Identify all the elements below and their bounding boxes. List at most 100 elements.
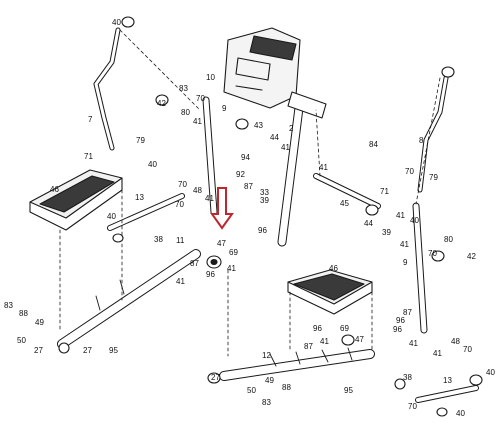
part-label: 50 [17, 336, 26, 345]
part-label: 8 [419, 136, 424, 145]
part-label: 50 [247, 386, 256, 395]
part-label: 95 [344, 386, 353, 395]
pedal-arm-right [219, 349, 375, 381]
part-label: 41 [227, 264, 236, 273]
part-label: 9 [222, 104, 227, 113]
part-label: 41 [400, 240, 409, 249]
part-label: 70 [175, 200, 184, 209]
part-label: 83 [4, 301, 13, 310]
part-label: 79 [136, 136, 145, 145]
part-label: 41 [281, 143, 290, 152]
part-label: 45 [340, 199, 349, 208]
part-label: 88 [19, 309, 28, 318]
part-label: 39 [260, 196, 269, 205]
part-label: 12 [262, 351, 271, 360]
pedal-arm-left [57, 249, 201, 349]
part-label: 41 [396, 211, 405, 220]
part-label: 92 [236, 170, 245, 179]
part-label: 48 [193, 186, 202, 195]
part-label: 80 [444, 235, 453, 244]
part-label: 96 [206, 270, 215, 279]
part-label: 96 [396, 316, 405, 325]
part-label: 70 [408, 402, 417, 411]
part-label: 96 [393, 325, 402, 334]
part-label: 9 [403, 258, 408, 267]
part-label: 27 [211, 373, 220, 382]
part-label: 38 [403, 373, 412, 382]
part-label: 46 [329, 264, 338, 273]
part-label: 38 [154, 235, 163, 244]
part-label: 11 [176, 236, 185, 245]
part-label: 87 [190, 259, 199, 268]
part-label: 94 [241, 153, 250, 162]
link-arm-left [107, 193, 185, 231]
assembly-guide-lines [59, 29, 441, 357]
part-label: 70 [196, 94, 205, 103]
part-label: 70 [428, 249, 437, 258]
part-label: 10 [206, 73, 215, 82]
part-label: 33 [260, 188, 269, 197]
part-label: 40 [107, 212, 116, 221]
part-label: 27 [83, 346, 92, 355]
part-label: 71 [84, 152, 93, 161]
part-label: 79 [429, 173, 438, 182]
upright-arm-right [412, 202, 428, 334]
part-label: 41 [409, 339, 418, 348]
part-label: 69 [229, 248, 238, 257]
highlight-arrow [210, 187, 234, 230]
part-label: 40 [410, 216, 419, 225]
part-label: 13 [135, 193, 144, 202]
part-label: 27 [34, 346, 43, 355]
part-label: 7 [88, 115, 93, 124]
part-label: 41 [319, 163, 328, 172]
part-label: 69 [340, 324, 349, 333]
part-label: 71 [380, 187, 389, 196]
link-arm-right [415, 385, 479, 403]
part-label: 84 [369, 140, 378, 149]
part-label: 42 [467, 252, 476, 261]
part-label: 41 [205, 194, 214, 203]
bushings [58, 16, 483, 417]
part-label: 41 [193, 117, 202, 126]
handlebar-left [93, 27, 121, 151]
part-label: 49 [265, 376, 274, 385]
part-label: 70 [178, 180, 187, 189]
part-label: 87 [304, 342, 313, 351]
part-label: 2 [289, 124, 294, 133]
part-label: 42 [157, 99, 166, 108]
part-label: 83 [262, 398, 271, 407]
part-label: 13 [443, 376, 452, 385]
part-label: 48 [451, 337, 460, 346]
part-label: 70 [405, 167, 414, 176]
part-label: 41 [320, 337, 329, 346]
part-label: 80 [181, 108, 190, 117]
console-part [223, 27, 301, 109]
part-label: 47 [355, 335, 364, 344]
part-label: 87 [244, 182, 253, 191]
part-label: 40 [148, 160, 157, 169]
part-label: 43 [254, 121, 263, 130]
part-label: 95 [109, 346, 118, 355]
part-label: 41 [433, 349, 442, 358]
part-label: 96 [313, 324, 322, 333]
crossbar [313, 173, 381, 209]
part-label: 70 [463, 345, 472, 354]
part-label: 49 [35, 318, 44, 327]
main-post [277, 91, 327, 247]
part-label: 44 [270, 133, 279, 142]
lower-brackets [95, 279, 353, 367]
part-label: 96 [258, 226, 267, 235]
part-label: 47 [217, 239, 226, 248]
upright-arm-left [202, 96, 218, 216]
part-label: 44 [364, 219, 373, 228]
part-label: 40 [486, 368, 495, 377]
handlebar-right [417, 75, 449, 193]
part-label: 40 [456, 409, 465, 418]
pedal-left [29, 169, 123, 231]
part-label: 39 [382, 228, 391, 237]
part-label: 46 [50, 185, 59, 194]
part-label: 88 [282, 383, 291, 392]
part-label: 87 [403, 308, 412, 317]
